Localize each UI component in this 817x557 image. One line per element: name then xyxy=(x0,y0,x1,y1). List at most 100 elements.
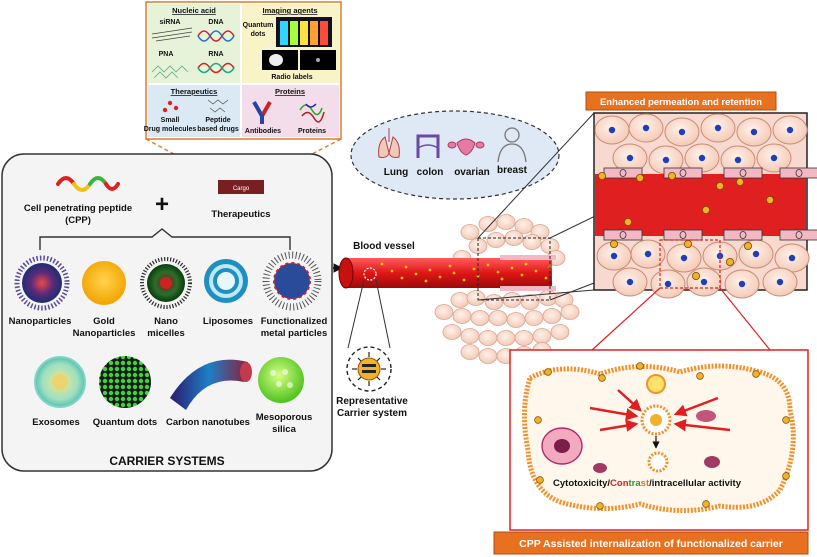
carrier-row2-label-1: Exosomes xyxy=(32,417,80,428)
organelle-1 xyxy=(593,463,607,473)
tissue-cell-nucleus xyxy=(700,278,708,286)
surface-carrier xyxy=(782,472,790,480)
vessel-carrier-dot xyxy=(380,262,384,266)
endothelial-cell xyxy=(603,229,643,241)
carrier-particle xyxy=(736,177,745,186)
vessel-zoom-line-right xyxy=(375,279,391,349)
mitochondria-icon xyxy=(696,410,716,422)
peptide-drug-label-1: Peptide xyxy=(205,117,230,124)
liposome-icon xyxy=(204,259,248,303)
cell-activity-caption: Cytotoxicity/Contrast/intracellular acti… xyxy=(553,478,742,489)
carrier-particle xyxy=(610,239,619,248)
endothelial-nucleus xyxy=(679,169,687,177)
tumor-cell xyxy=(434,304,454,320)
small-drug-label-1: Small xyxy=(161,117,180,124)
zoom-line-left-bottom xyxy=(477,289,595,301)
tissue-cell-nucleus xyxy=(608,126,616,134)
blood-vessel-tube xyxy=(338,255,556,291)
protein-structure-icon xyxy=(299,103,325,123)
mesoporous-silica-icon xyxy=(258,357,304,403)
small-molecule-icon xyxy=(162,100,179,113)
proteins-title: Proteins xyxy=(275,87,305,96)
cpp-peptide-icon xyxy=(56,176,120,192)
radio-labels-label: Radio labels xyxy=(271,74,312,81)
carrier-row2-label-4-b: silica xyxy=(272,424,296,435)
internalization-footer: CPP Assisted internalization of function… xyxy=(519,538,783,550)
quantum-dots-label-2: dots xyxy=(251,31,266,38)
cargo-panel: Nucleic acid siRNA DNA PNA RNA Imaging a… xyxy=(144,1,342,140)
endothelial-nucleus xyxy=(795,169,803,177)
exosome-icon xyxy=(34,356,86,408)
tissue-cell-nucleus xyxy=(664,280,672,288)
epr-endothelial-junctions xyxy=(603,167,817,241)
tumor-cell xyxy=(522,234,542,250)
antibodies-label: Antibodies xyxy=(245,128,281,135)
tumor-cell xyxy=(524,310,544,326)
tumor-cell xyxy=(486,232,506,248)
organ-label-lung: Lung xyxy=(384,167,408,178)
vessel-carrier-dot xyxy=(448,264,452,268)
endothelial-nucleus xyxy=(619,169,627,177)
endothelial-cell xyxy=(779,167,817,179)
carrier-row1-label-5-b: metal particles xyxy=(261,328,328,339)
nanoparticle-icon xyxy=(14,255,70,311)
carrier-particle xyxy=(744,241,753,250)
carrier-row1-label-5-a: Functionalized xyxy=(261,316,328,327)
carrier-row2-label-3: Carbon nanotubes xyxy=(166,417,250,428)
tumor-cell xyxy=(460,344,480,360)
tumor-cell xyxy=(450,292,470,308)
surface-carrier xyxy=(636,362,644,370)
carrier-entering xyxy=(646,374,666,394)
plus-sign: + xyxy=(155,191,169,218)
tissue-cell-nucleus xyxy=(752,250,760,258)
therapeutics-label: Therapeutics xyxy=(211,209,270,220)
epr-zoom-region xyxy=(659,239,721,289)
surface-carrier xyxy=(752,370,760,378)
tumor-cell xyxy=(520,294,540,310)
endosome-lower xyxy=(647,451,669,473)
carrier-systems-box: Cell penetrating peptide (CPP) + Cargo T… xyxy=(1,153,333,472)
tumor-cell xyxy=(470,310,490,326)
pna-label: PNA xyxy=(159,51,174,58)
sirna-label: siRNA xyxy=(159,19,180,26)
nano-micelle-icon xyxy=(140,257,192,309)
colon-icon xyxy=(416,134,440,158)
tissue-cell-nucleus xyxy=(714,124,722,132)
tumor-cell xyxy=(506,312,526,328)
carrier-particle xyxy=(692,271,701,280)
peptide-drug-label-2: based drugs xyxy=(197,126,239,133)
cpp-label-1: Cell penetrating peptide xyxy=(24,203,132,214)
surface-carrier xyxy=(696,372,704,380)
surface-carrier xyxy=(536,476,544,484)
peptide-drug-icon xyxy=(207,99,229,113)
tumor-cell xyxy=(460,224,480,240)
carrier-particle xyxy=(766,195,775,204)
cargo-tag xyxy=(218,180,264,194)
quantum-dots-vials-icon xyxy=(276,17,332,47)
endothelial-cell xyxy=(723,229,763,241)
nucleic-acid-section xyxy=(148,4,240,83)
tissue-cell-nucleus xyxy=(738,280,746,288)
tumor-cell xyxy=(452,308,472,324)
endothelial-nucleus xyxy=(739,169,747,177)
tumor-cell xyxy=(560,304,580,320)
imaging-agents-title: Imaging agents xyxy=(262,6,317,15)
endothelial-nucleus xyxy=(739,231,747,239)
representative-label-2: Carrier system xyxy=(337,408,407,419)
carrier-row1-label-3-a: Nano xyxy=(154,316,178,327)
sirna-icon xyxy=(151,27,193,42)
endothelial-nucleus xyxy=(619,231,627,239)
vessel-carrier-dot xyxy=(438,275,442,279)
radio-labels-scan-icon xyxy=(262,50,336,70)
tissue-cell-nucleus xyxy=(678,128,686,136)
tissue-cell-nucleus xyxy=(662,156,670,164)
vessel-carrier-dot xyxy=(424,279,428,283)
surface-carrier xyxy=(782,416,790,424)
tumor-cell xyxy=(514,330,534,346)
carrier-row1-label-3-b: micelles xyxy=(147,328,185,339)
tumor-cell xyxy=(478,330,498,346)
tissue-cell-nucleus xyxy=(788,254,796,262)
tumor-cell xyxy=(550,324,570,340)
endothelial-cell xyxy=(779,229,817,241)
vessel-carrier-dot xyxy=(510,266,514,270)
